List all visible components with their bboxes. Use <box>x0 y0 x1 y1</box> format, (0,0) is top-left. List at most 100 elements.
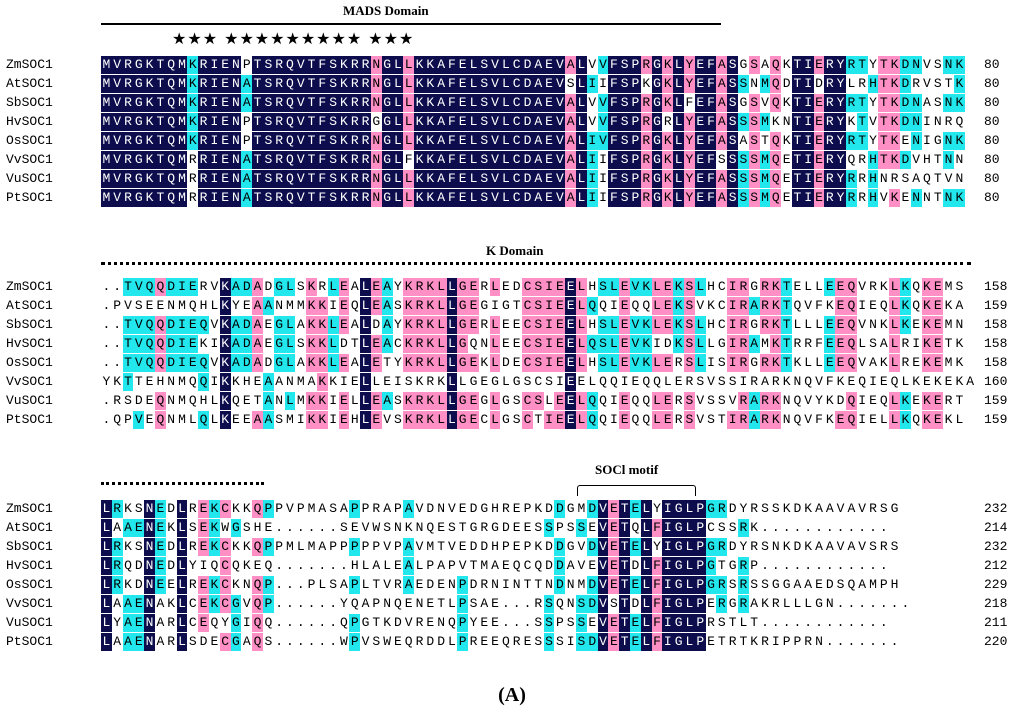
sequence-name: VuSOC1 <box>6 393 53 408</box>
sequence-name: SbSOC1 <box>6 317 53 332</box>
sequence-name: VvSOC1 <box>6 152 53 167</box>
sequence-name: PtSOC1 <box>6 634 53 649</box>
sequence-name: PtSOC1 <box>6 412 53 427</box>
sequence-name: ZmSOC1 <box>6 279 53 294</box>
sequence-position: 80 <box>984 76 1000 91</box>
sequence-position: 159 <box>984 412 1008 427</box>
sequence-position: 80 <box>984 152 1000 167</box>
sequence-position: 229 <box>984 577 1008 592</box>
sequence-position: 158 <box>984 279 1008 294</box>
sequence-name: HvSOC1 <box>6 114 53 129</box>
sequence-position: 158 <box>984 336 1008 351</box>
sequence-position: 80 <box>984 133 1000 148</box>
sequence-name: SbSOC1 <box>6 539 53 554</box>
sequence-name: PtSOC1 <box>6 190 53 205</box>
sequence-name: AtSOC1 <box>6 298 53 313</box>
conserved-star-markers: ★★★ ★★★★★★★★★ ★★★ <box>172 29 415 48</box>
sequence-position: 232 <box>984 501 1008 516</box>
sequence-name: VuSOC1 <box>6 171 53 186</box>
panel-label: (A) <box>498 684 526 706</box>
sequence-position: 218 <box>984 596 1008 611</box>
sequence-position: 80 <box>984 190 1000 205</box>
sequence-position: 159 <box>984 393 1008 408</box>
k-domain-label: K Domain <box>486 243 544 258</box>
mads-domain-label: MADS Domain <box>343 3 429 18</box>
sequence-position: 80 <box>984 171 1000 186</box>
sequence-name: HvSOC1 <box>6 558 53 573</box>
socl-motif-label: SOCl motif <box>595 462 659 477</box>
sequence-name: VuSOC1 <box>6 615 53 630</box>
sequence-position: 159 <box>984 298 1008 313</box>
sequence-name: OsSOC1 <box>6 133 53 148</box>
sequence-position: 158 <box>984 355 1008 370</box>
sequence-position: 80 <box>984 57 1000 72</box>
sequence-position: 158 <box>984 317 1008 332</box>
mads-domain-line <box>101 23 721 25</box>
sequence-position: 232 <box>984 539 1008 554</box>
sequence-name: HvSOC1 <box>6 336 53 351</box>
sequence-position: 80 <box>984 114 1000 129</box>
k-domain-continuation-line <box>101 482 264 485</box>
sequence-position: 214 <box>984 520 1008 535</box>
sequence-name: ZmSOC1 <box>6 57 53 72</box>
sequence-name: OsSOC1 <box>6 355 53 370</box>
sequence-name: AtSOC1 <box>6 520 53 535</box>
k-domain-dotted-line <box>101 262 971 265</box>
sequence-name: ZmSOC1 <box>6 501 53 516</box>
sequence-name: AtSOC1 <box>6 76 53 91</box>
sequence-name: VvSOC1 <box>6 596 53 611</box>
socl-motif-bracket <box>577 485 696 496</box>
sequence-position: 212 <box>984 558 1008 573</box>
sequence-position: 160 <box>984 374 1008 389</box>
sequence-position: 220 <box>984 634 1008 649</box>
sequence-position: 80 <box>984 95 1000 110</box>
